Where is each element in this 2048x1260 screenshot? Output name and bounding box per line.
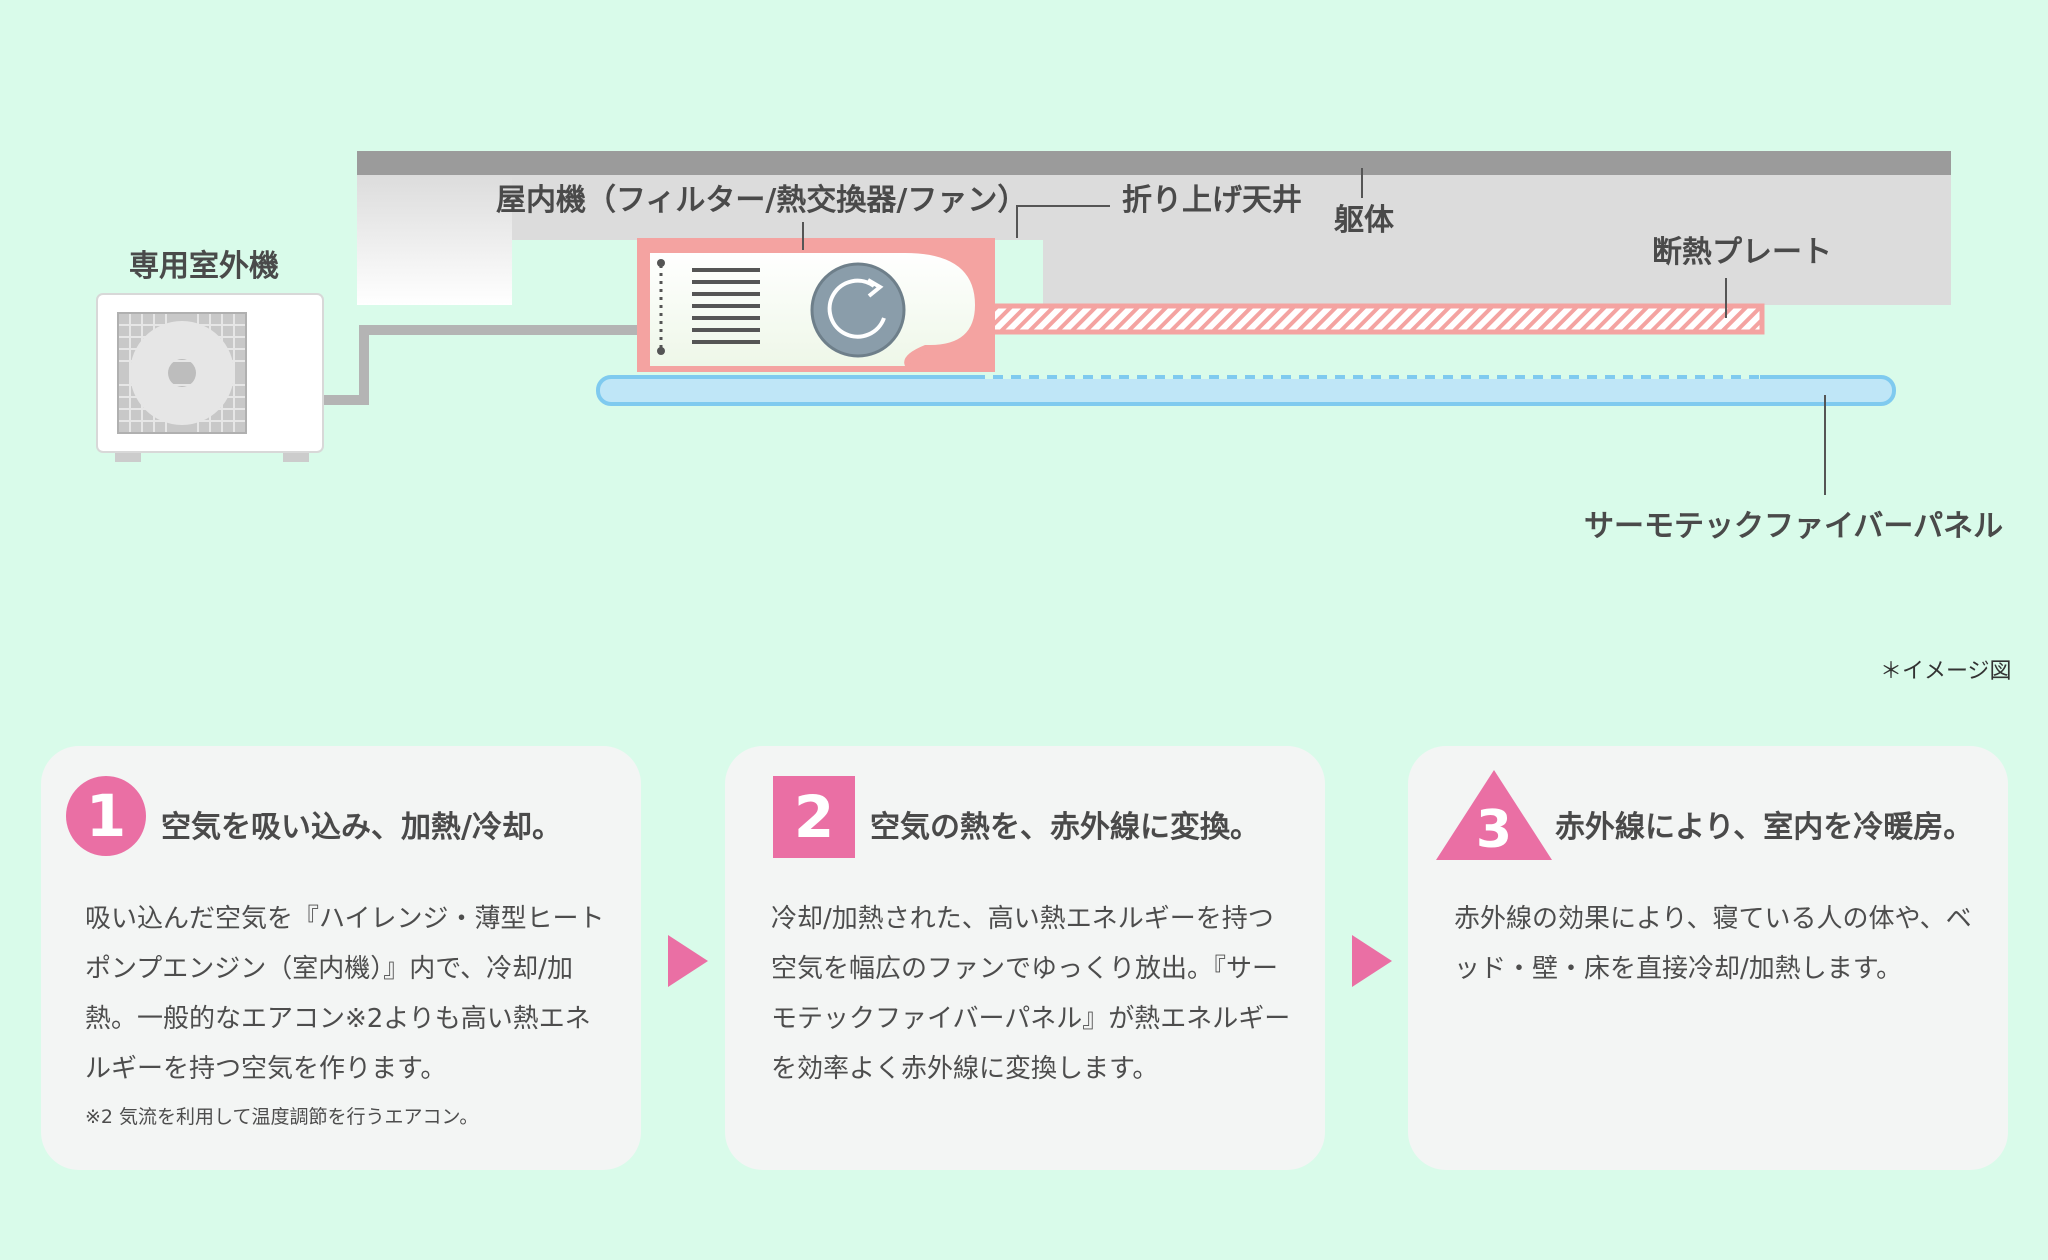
refrigerant-pipe <box>323 325 650 405</box>
leader-lines <box>802 168 1826 495</box>
step-arrow-icon <box>1352 935 1392 987</box>
indoor-unit <box>637 238 995 372</box>
outdoor-unit <box>96 293 324 462</box>
step-body: 吸い込んだ空気を『ハイレンジ・薄型ヒートポンプエンジン（室内機）』内で、冷却/加… <box>85 904 605 1084</box>
step-number: 3 <box>1475 800 1513 860</box>
thermotec-fiber-panel <box>596 375 1896 406</box>
step-title: 赤外線により、室内を冷暖房。 <box>1555 810 1974 845</box>
fan-icon <box>810 262 906 358</box>
insulation-plate-label: 断熱プレート <box>1652 235 1832 270</box>
step-body: 赤外線の効果により、寝ている人の体や、ベッド・壁・床を直接冷却/加熱します。 <box>1454 904 1972 984</box>
outdoor-fan-icon <box>130 321 234 425</box>
folded-ceiling-label: 折り上げ天井 <box>1122 183 1302 218</box>
step-footnote: ※2 気流を利用して温度調節を行うエアコン。 <box>85 1106 479 1128</box>
step-arrow-icon <box>668 935 708 987</box>
outdoor-unit-label: 専用室外機 <box>129 249 279 284</box>
structure-label: 躯体 <box>1334 203 1394 238</box>
step-card-3: 3 赤外線により、室内を冷暖房。 赤外線の効果により、寝ている人の体や、ベッド・… <box>1408 746 2008 1170</box>
step-badge-circle: 1 <box>66 776 146 856</box>
step-card-2: 2 空気の熱を、赤外線に変換。 冷却/加熱された、高い熱エネルギーを持つ空気を幅… <box>725 746 1325 1170</box>
panel-label: サーモテックファイバーパネル <box>1584 509 2004 544</box>
indoor-unit-label: 屋内機（フィルター/熱交換器/ファン） <box>496 183 1028 218</box>
step-badge-square: 2 <box>773 776 855 858</box>
step-title: 空気の熱を、赤外線に変換。 <box>870 810 1260 845</box>
insulation-plate <box>979 303 1765 335</box>
step-number: 2 <box>793 783 835 851</box>
step-card-1: 1 空気を吸い込み、加熱/冷却。 吸い込んだ空気を『ハイレンジ・薄型ヒートポンプ… <box>41 746 641 1170</box>
step-badge-triangle: 3 <box>1436 770 1552 860</box>
filter-icon <box>657 259 760 355</box>
step-title: 空気を吸い込み、加熱/冷却。 <box>161 810 562 845</box>
step-number: 1 <box>85 782 127 850</box>
image-note: ＊イメージ図 <box>1880 659 2012 684</box>
system-diagram <box>96 151 1951 495</box>
step-body: 冷却/加熱された、高い熱エネルギーを持つ空気を幅広のファンでゆっくり放出。『サー… <box>771 904 1291 1084</box>
